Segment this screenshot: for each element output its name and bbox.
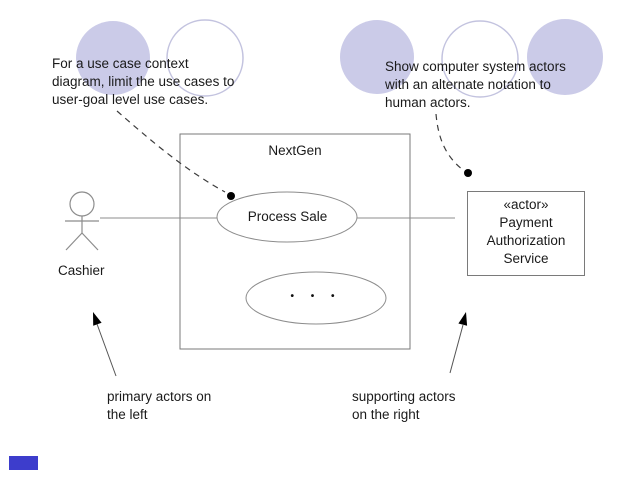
- cashier-label: Cashier: [58, 263, 105, 278]
- arrowhead: [458, 312, 468, 326]
- note-computer-actors: Show computer system actors with an alte…: [385, 59, 566, 110]
- arrowhead: [93, 312, 102, 326]
- actor-figure-cashier: [65, 191, 99, 251]
- actor-head: [69, 191, 95, 217]
- more-use-cases-label: • • •: [290, 291, 342, 302]
- actor-stereotype-label: «actor»: [503, 197, 549, 212]
- actor-leg-right: [81, 232, 99, 251]
- note-use-case-context: For a use case context diagram, limit th…: [52, 56, 235, 107]
- process-sale-label: Process Sale: [247, 209, 328, 224]
- actor-leg-left: [65, 232, 83, 251]
- decorative-circles: [76, 19, 603, 98]
- decorative-circle-filled: [527, 19, 603, 95]
- footer-accent-bar: [9, 456, 38, 470]
- decorative-circle-filled: [340, 20, 414, 94]
- note-connector-left-dot: [227, 192, 235, 200]
- decorative-circle-outline: [441, 20, 519, 98]
- use-case-ellipse-process-sale: [216, 191, 358, 243]
- decorative-circle-outline: [166, 19, 244, 97]
- decorative-circle-filled: [76, 21, 150, 95]
- note-connector-left: [116, 110, 226, 193]
- note-connector-right: [435, 113, 464, 171]
- use-case-ellipse-more: [245, 271, 387, 325]
- supporting-actor-name: Payment Authorization Service: [486, 215, 566, 266]
- system-name-label: NextGen: [268, 143, 322, 158]
- supporting-actor-box: «actor» Payment Authorization Service: [467, 191, 585, 276]
- callout-arrow-right: [449, 312, 468, 374]
- callout-arrow-left: [93, 312, 117, 377]
- annotation-supporting-actors: supporting actors on the right: [352, 389, 456, 422]
- annotation-primary-actors: primary actors on the left: [107, 389, 212, 422]
- note-connector-right-dot: [464, 169, 472, 177]
